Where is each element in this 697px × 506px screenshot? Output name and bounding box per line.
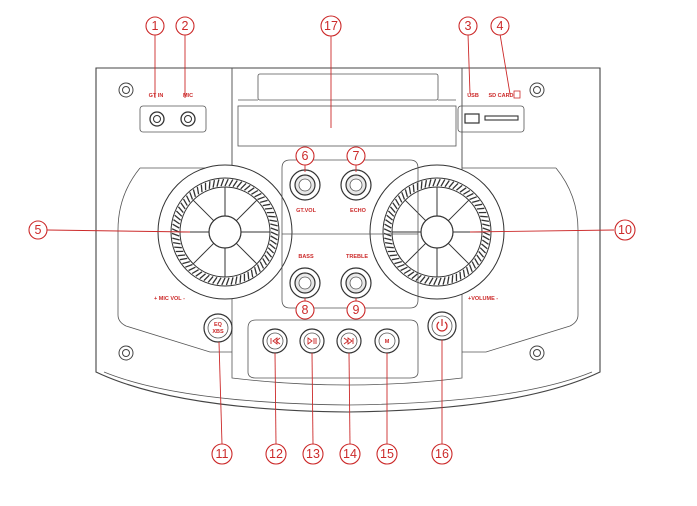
mic-jack[interactable] [181, 112, 195, 126]
callout-12: 12 [266, 444, 286, 464]
screw [530, 83, 544, 97]
callout-number: 9 [353, 303, 360, 317]
callout-14: 14 [340, 444, 360, 464]
grille-hatch [460, 272, 461, 280]
callout-number: 4 [497, 19, 504, 33]
callout-9: 9 [347, 301, 365, 319]
top-display [238, 74, 456, 146]
grille-hatch [174, 247, 182, 248]
grille-hatch [480, 216, 488, 217]
callout-3: 3 [459, 17, 477, 35]
grille-hatch [268, 216, 276, 217]
gt-vol-knob[interactable] [290, 170, 320, 200]
treble-knob[interactable] [341, 268, 371, 298]
grille-hatch [421, 181, 422, 189]
mic-label: MIC [183, 93, 193, 99]
callout-8: 8 [296, 301, 314, 319]
callout-2: 2 [176, 17, 194, 35]
mode-button[interactable]: M [375, 329, 399, 353]
callout-1: 1 [146, 17, 164, 35]
callout-number: 11 [216, 447, 229, 461]
sd-card-slot[interactable] [485, 116, 518, 120]
grille-hatch [178, 255, 186, 256]
gt-vol-label: GT.VOL [296, 208, 317, 214]
usb-label: USB [467, 93, 479, 99]
callout-11: 11 [212, 444, 232, 464]
input-jack-panel: GT IN MIC [140, 93, 206, 132]
grille-hatch [209, 181, 210, 189]
play-pause-button[interactable] [300, 329, 324, 353]
callout-number: 17 [324, 19, 338, 33]
callout-17: 17 [321, 16, 341, 36]
callout-number: 14 [343, 447, 357, 461]
previous-button[interactable] [263, 329, 287, 353]
grille-hatch [248, 272, 249, 280]
callout-number: 13 [306, 447, 320, 461]
mic-vol-label: + MIC VOL - [154, 296, 185, 302]
screw [119, 83, 133, 97]
callout-5: 5 [29, 221, 47, 239]
gt-in-jack[interactable] [150, 112, 164, 126]
callout-number: 8 [302, 303, 309, 317]
callout-number: 12 [269, 447, 283, 461]
power-button[interactable] [428, 312, 456, 340]
grille-hatch [477, 208, 485, 209]
callout-number: 6 [302, 149, 309, 163]
grille-hatch [452, 275, 453, 283]
callout-7: 7 [347, 147, 365, 165]
callout-number: 5 [35, 223, 42, 237]
callout-6: 6 [296, 147, 314, 165]
callout-13: 13 [303, 444, 323, 464]
callout-number: 16 [435, 447, 449, 461]
echo-knob[interactable] [341, 170, 371, 200]
xbs-label: XBS [212, 329, 224, 335]
screw [119, 346, 133, 360]
mode-label: M [385, 339, 390, 345]
callout-number: 1 [152, 19, 159, 33]
sd-card-icon [514, 91, 520, 98]
bass-label: BASS [298, 254, 314, 260]
callout-number: 7 [353, 149, 360, 163]
grille-hatch [390, 255, 398, 256]
callout-15: 15 [377, 444, 397, 464]
grille-hatch [201, 185, 202, 193]
volume-label: +VOLUME - [468, 296, 498, 302]
grille-hatch [386, 247, 394, 248]
callout-10: 10 [615, 220, 635, 240]
eq-xbs-button[interactable]: EQ XBS [204, 314, 232, 342]
grille-hatch [413, 185, 414, 193]
grille-hatch [240, 275, 241, 283]
grille-hatch [265, 208, 273, 209]
callout-number: 3 [465, 19, 472, 33]
callout-number: 15 [380, 447, 394, 461]
echo-label: ECHO [350, 208, 367, 214]
callout-number: 10 [618, 223, 632, 237]
callout-16: 16 [432, 444, 452, 464]
gt-in-label: GT IN [149, 93, 164, 99]
callout-4: 4 [491, 17, 509, 35]
callout-number: 2 [182, 19, 189, 33]
eq-label: EQ [214, 322, 223, 328]
screw [530, 346, 544, 360]
usb-port[interactable] [465, 114, 479, 123]
bass-knob[interactable] [290, 268, 320, 298]
usb-sd-panel: USB SD CARD [458, 91, 524, 132]
treble-label: TREBLE [346, 254, 368, 260]
leader-lines [47, 34, 614, 444]
next-button[interactable] [337, 329, 361, 353]
